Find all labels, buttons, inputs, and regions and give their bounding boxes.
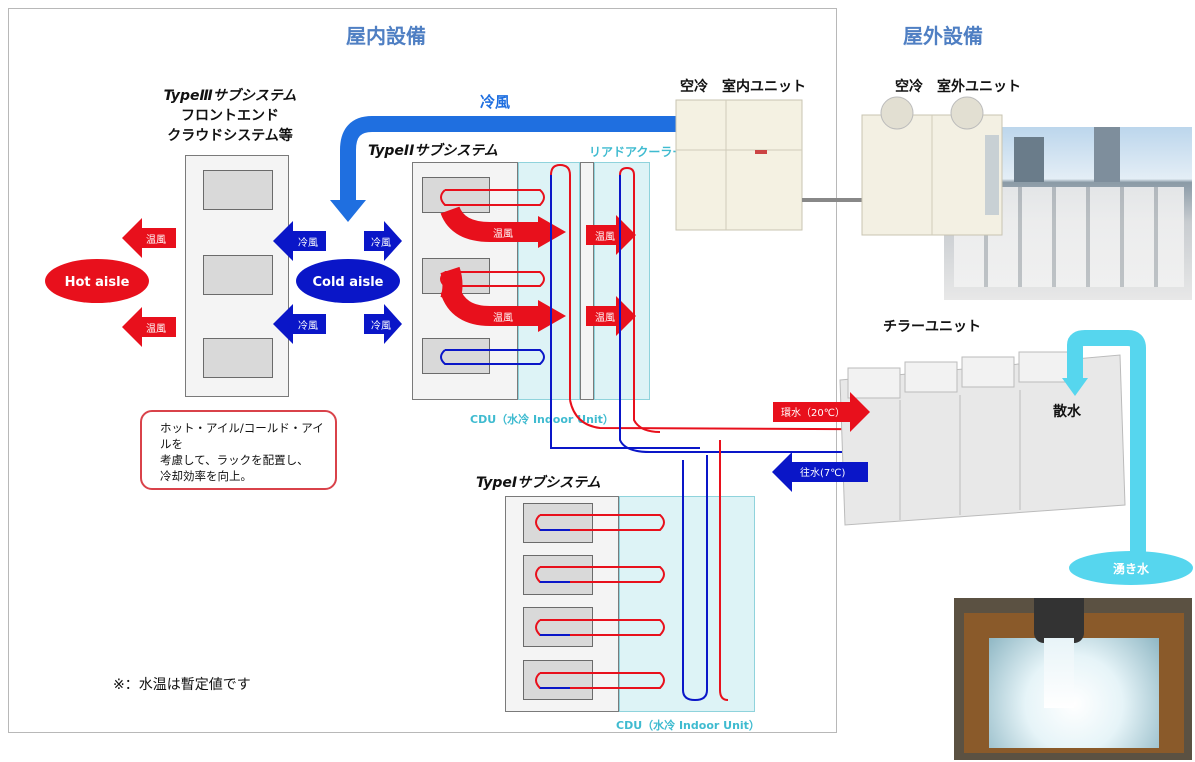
svg-text:温風: 温風 — [493, 228, 513, 240]
cold-air-duct-arrow — [348, 124, 680, 205]
type1-coil-loops — [536, 515, 664, 688]
svg-text:環水（20℃）: 環水（20℃） — [781, 407, 845, 419]
outdoor-ac-unit — [862, 97, 1002, 235]
svg-text:往水(7℃): 往水(7℃) — [800, 466, 845, 479]
hot-air-arrow-left-lower: 温風 — [122, 307, 176, 347]
svg-text:温風: 温風 — [595, 312, 615, 324]
indoor-ac-unit-label: 空冷 室内ユニット — [680, 78, 806, 95]
sprinkle-label: 散水 — [1053, 403, 1082, 420]
cold-air-duct-arrowhead — [330, 200, 366, 222]
chiller-unit-label: チラーユニット — [883, 319, 981, 335]
cold-air-arrow-type3-upper: 冷風 — [273, 221, 326, 261]
svg-text:温風: 温風 — [146, 323, 166, 335]
type2-cdu-loop — [551, 165, 570, 400]
type1-cdu-loop — [683, 455, 707, 700]
type1-cdu-loop-red — [720, 440, 728, 700]
hot-air-arrow-rdc-lower: 温風 — [586, 296, 636, 336]
hot-air-arrow-left-upper: 温風 — [122, 218, 176, 258]
rdc-loop-red — [620, 168, 660, 432]
spring-water-label: 湧き水 — [1113, 561, 1150, 576]
svg-text:冷風: 冷風 — [298, 319, 318, 332]
svg-text:温風: 温風 — [493, 312, 513, 324]
cold-air-top-label: 冷風 — [480, 93, 510, 111]
indoor-ac-unit — [676, 100, 802, 230]
hot-aisle-label: Hot aisle — [65, 275, 130, 290]
cold-air-arrow-type2-lower: 冷風 — [364, 304, 402, 344]
outdoor-ac-unit-label: 空冷 室外ユニット — [895, 78, 1021, 95]
svg-text:温風: 温風 — [595, 231, 615, 243]
cold-air-arrow-type3-lower: 冷風 — [273, 304, 326, 344]
hot-air-curved-arrow-lower: 温風 — [450, 290, 566, 332]
cold-air-arrow-type2-upper: 冷風 — [364, 221, 402, 261]
hot-air-curved-arrow-upper: 温風 — [450, 210, 566, 248]
svg-text:冷風: 冷風 — [371, 236, 391, 249]
svg-text:冷風: 冷風 — [371, 319, 391, 332]
return-water-arrow: 環水（20℃） — [773, 392, 870, 432]
cold-aisle-label: Cold aisle — [313, 275, 384, 290]
svg-text:温風: 温風 — [146, 234, 166, 246]
hot-air-arrow-rdc-upper: 温風 — [586, 215, 636, 255]
svg-text:冷風: 冷風 — [298, 236, 318, 249]
